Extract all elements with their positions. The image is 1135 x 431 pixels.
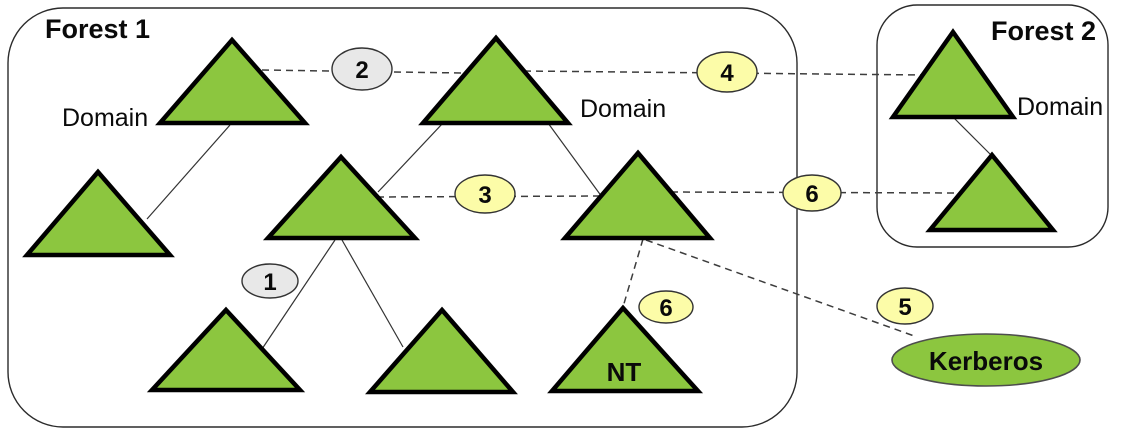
trust-badge-5-number: 5 — [898, 294, 911, 321]
trust-badge-4 — [696, 51, 758, 93]
tree-link-forest1-root1-child-left — [146, 124, 231, 220]
forest2-boundary — [876, 4, 1109, 248]
nt-domain-triangle — [547, 304, 704, 394]
trust-badge-6-nt-number: 6 — [659, 295, 672, 322]
tree-link-forest1-root2-child-center — [377, 122, 444, 193]
tree-link-forest2-root-child — [952, 116, 992, 156]
trust-badge-4-number: 4 — [720, 60, 734, 87]
trust-badge-3 — [454, 174, 516, 214]
trust-badge-6-forest2-number: 6 — [805, 181, 818, 208]
kerberos-ellipse — [891, 333, 1081, 387]
forest1-child-domain-triangle-right — [560, 149, 715, 241]
forest1-grandchild-domain-triangle-left — [146, 306, 306, 393]
trust-link-6-nt — [622, 238, 644, 308]
forest2-root-domain-triangle — [888, 28, 1018, 120]
forest1-tree1-root-domain-triangle — [155, 36, 310, 126]
trust-badge-2 — [331, 47, 393, 91]
forest1-domain-label-left: Domain — [62, 104, 148, 132]
forest1-tree2-root-domain-triangle — [418, 34, 573, 126]
trust-badge-1 — [241, 263, 299, 299]
forest1-child-domain-triangle-center — [262, 153, 421, 241]
trust-badge-1-number: 1 — [263, 269, 276, 296]
trust-badge-3-number: 3 — [478, 182, 491, 209]
trust-badge-6-forest2 — [782, 174, 842, 212]
trust-badge-5 — [876, 287, 934, 325]
forest1-domain-label-right: Domain — [580, 95, 666, 123]
forest1-title: Forest 1 — [45, 14, 150, 44]
forest2-title: Forest 2 — [991, 16, 1096, 46]
trust-link-5-kerberos — [645, 239, 918, 338]
forest2-domain-label: Domain — [1017, 93, 1103, 121]
forest2-child-domain-triangle — [925, 151, 1058, 233]
kerberos-label: Kerberos — [929, 346, 1043, 376]
forest1-grandchild-domain-triangle-middle — [365, 306, 518, 395]
forest1-child-domain-triangle-left — [22, 168, 175, 258]
trust-badge-2-number: 2 — [355, 57, 368, 84]
tree-link-forest1-center-grandchild-left — [261, 239, 336, 350]
trust-badge-6-nt — [638, 290, 694, 324]
forest1-boundary — [7, 7, 798, 428]
tree-link-forest1-center-grandchild-middle — [341, 239, 404, 348]
nt-domain-label: NT — [607, 357, 642, 387]
tree-link-forest1-root2-child-right — [547, 122, 603, 198]
trust-link-4-cross-forest — [523, 70, 924, 76]
